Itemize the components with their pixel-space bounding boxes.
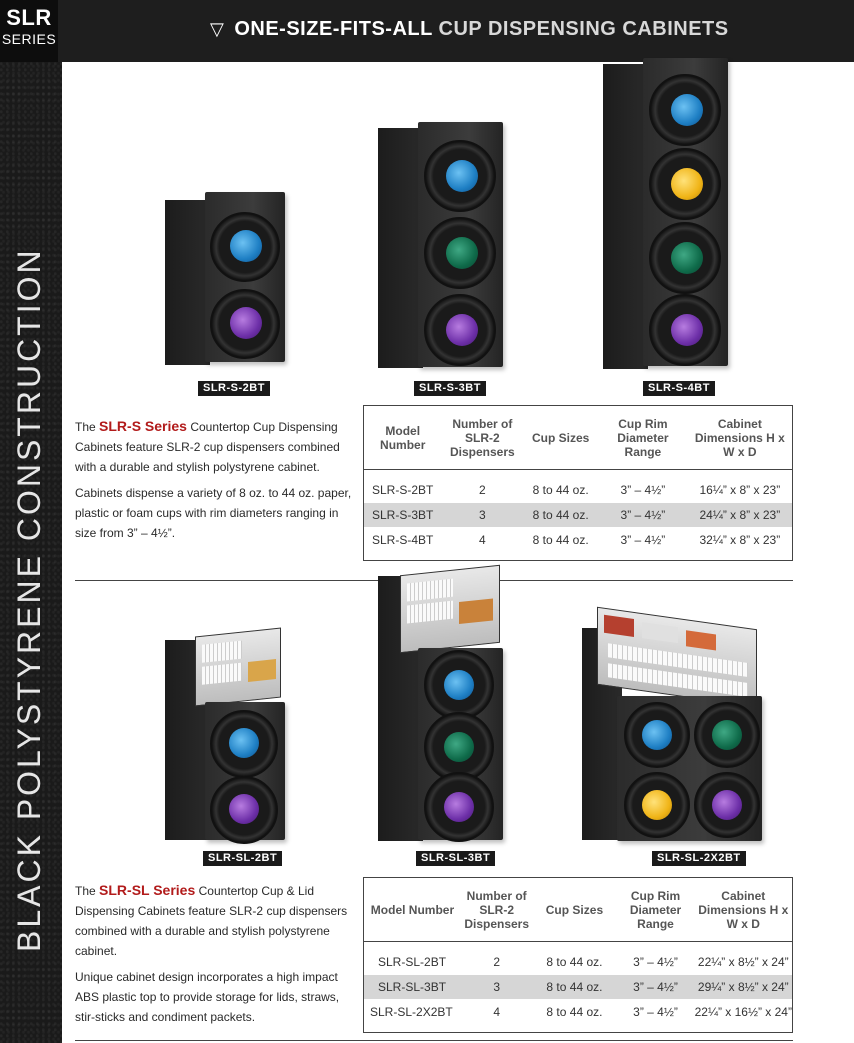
cell-rim-range: 3” – 4½” — [616, 974, 695, 1000]
spec-table-slr-s: Model Number Number of SLR-2 Dispensers … — [363, 405, 793, 561]
cell-dispensers: 3 — [441, 502, 524, 528]
table-row: SLR-S-3BT 3 8 to 44 oz. 3” – 4½” 24¼” x … — [363, 502, 793, 528]
intro-pre: The — [75, 884, 96, 898]
cell-dispensers: 3 — [460, 974, 533, 1000]
cell-rim-range: 3” – 4½” — [633, 955, 678, 970]
product-image-slr-sl-2bt — [165, 627, 285, 844]
cell-dispensers: 4 — [493, 1004, 501, 1019]
table-row: SLR-SL-2X2BT 4 8 to 44 oz. 3” – 4½” 22¼”… — [364, 999, 793, 1024]
title-bold: ONE-SIZE-FITS-ALL — [234, 18, 433, 40]
product-label: SLR-S-4BT — [643, 381, 715, 396]
cell-rim-range: 3” – 4½” — [620, 532, 666, 547]
cell-dispensers: 4 — [478, 532, 486, 547]
cell-dimensions: 24¼” x 8” x 23” — [687, 502, 793, 528]
page-title: ▽ ONE-SIZE-FITS-ALL CUP DISPENSING CABINE… — [210, 18, 729, 41]
bottom-divider — [75, 1040, 793, 1041]
col-header: Cup Sizes — [523, 405, 599, 470]
cell-model: SLR-S-2BT — [372, 483, 434, 498]
cell-model: SLR-SL-2X2BT — [370, 1004, 453, 1019]
col-header: Number of SLR-2 Dispensers — [460, 877, 533, 942]
cell-dimensions: 22¼” x 16½” x 24” — [694, 1004, 792, 1019]
cell-cup-sizes: 8 to 44 oz. — [546, 955, 603, 970]
intro-post: Countertop Cup Dispensing Cabinets featu… — [75, 420, 340, 474]
cell-dimensions: 29¼” x 8½” x 24” — [694, 974, 793, 1000]
cell-dimensions: 22¼” x 8½” x 24” — [697, 955, 789, 970]
col-header: Model Number — [363, 877, 461, 942]
col-header: Cup Rim Diameter Range — [598, 405, 688, 470]
section2-description: The SLR-SL Series Countertop Cup & Lid D… — [75, 880, 355, 1033]
product-label: SLR-S-2BT — [198, 381, 270, 396]
col-header: Number of SLR-2 Dispensers — [441, 405, 524, 470]
product-image-slr-s-4bt — [603, 58, 728, 370]
col-header: Cabinet Dimensions H x W x D — [694, 877, 793, 942]
title-light: CUP DISPENSING CABINETS — [438, 18, 729, 40]
series-tab-top: SLR — [6, 5, 52, 30]
product-label: SLR-SL-2BT — [203, 851, 283, 866]
sidebar: BLACK POLYSTYRENE CONSTRUCTION — [0, 62, 62, 1043]
cell-cup-sizes: 8 to 44 oz. — [532, 974, 617, 1000]
sidebar-vertical-text: BLACK POLYSTYRENE CONSTRUCTION — [11, 247, 47, 952]
product-image-slr-s-3bt — [378, 122, 503, 370]
product-label: SLR-SL-3BT — [416, 851, 496, 866]
spec-table-slr-sl: Model Number Number of SLR-2 Dispensers … — [363, 877, 793, 1033]
col-header: Model Number — [363, 405, 442, 470]
series-name: SLR-S Series — [99, 418, 187, 434]
product-image-slr-sl-2x2bt — [582, 606, 762, 843]
product-label: SLR-S-3BT — [414, 381, 486, 396]
cell-rim-range: 3” – 4½” — [633, 1004, 678, 1019]
triangle-icon: ▽ — [210, 19, 225, 39]
cell-cup-sizes: 8 to 44 oz. — [546, 1004, 603, 1019]
intro-post: Countertop Cup & Lid Dispensing Cabinets… — [75, 884, 348, 958]
table-row: SLR-SL-3BT 3 8 to 44 oz. 3” – 4½” 29¼” x… — [363, 974, 793, 1000]
series-name: SLR-SL Series — [99, 882, 196, 898]
cell-model: SLR-SL-3BT — [363, 974, 461, 1000]
cell-dispensers: 2 — [478, 483, 486, 498]
series-tab: SLR SERIES — [0, 0, 58, 62]
cell-cup-sizes: 8 to 44 oz. — [532, 483, 589, 498]
col-header: Cup Rim Diameter Range — [616, 877, 695, 942]
cell-dimensions: 16¼” x 8” x 23” — [699, 483, 781, 498]
section1-intro: The SLR-S Series Countertop Cup Dispensi… — [75, 416, 355, 477]
section1-para2: Cabinets dispense a variety of 8 oz. to … — [75, 486, 352, 540]
section1-description: The SLR-S Series Countertop Cup Dispensi… — [75, 416, 355, 549]
product-image-slr-s-2bt — [165, 192, 285, 367]
cell-cup-sizes: 8 to 44 oz. — [532, 532, 589, 547]
table-row: SLR-S-4BT 4 8 to 44 oz. 3” – 4½” 32¼” x … — [364, 527, 793, 552]
cell-rim-range: 3” – 4½” — [598, 502, 688, 528]
product-label: SLR-SL-2X2BT — [652, 851, 746, 866]
cell-rim-range: 3” – 4½” — [620, 483, 666, 498]
intro-pre: The — [75, 420, 96, 434]
col-header: Cup Sizes — [532, 877, 617, 942]
section2-intro: The SLR-SL Series Countertop Cup & Lid D… — [75, 880, 355, 961]
cell-model: SLR-S-3BT — [363, 502, 442, 528]
section2-para2: Unique cabinet design incorporates a hig… — [75, 970, 340, 1024]
header-bar — [0, 0, 854, 62]
cell-model: SLR-SL-2BT — [378, 955, 447, 970]
table-row: SLR-SL-2BT 2 8 to 44 oz. 3” – 4½” 22¼” x… — [364, 950, 793, 975]
cell-dimensions: 32¼” x 8” x 23” — [699, 532, 781, 547]
series-tab-bottom: SERIES — [1, 31, 57, 47]
cell-dispensers: 2 — [493, 955, 501, 970]
table-row: SLR-S-2BT 2 8 to 44 oz. 3” – 4½” 16¼” x … — [364, 478, 793, 503]
col-header: Cabinet Dimensions H x W x D — [687, 405, 793, 470]
cell-model: SLR-S-4BT — [372, 532, 434, 547]
product-image-slr-sl-3bt — [378, 564, 503, 842]
cell-cup-sizes: 8 to 44 oz. — [523, 502, 599, 528]
